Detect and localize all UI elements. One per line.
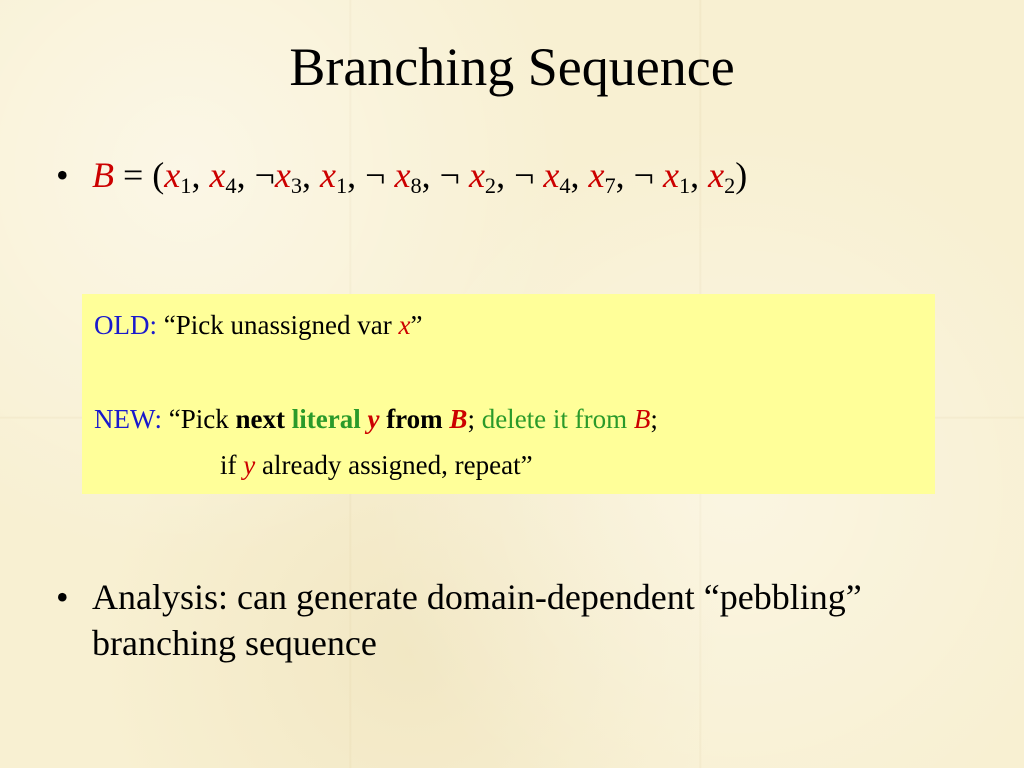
sequence-separator: , xyxy=(615,155,634,195)
line2-y: y xyxy=(243,450,256,480)
sequence-subscript: 7 xyxy=(604,173,616,199)
sequence-subscript: 1 xyxy=(336,173,348,199)
new-text: “Pick xyxy=(161,404,236,434)
sequence-variable: x xyxy=(662,155,679,195)
sequence-subscript: 2 xyxy=(724,173,736,199)
old-text: “Pick unassigned var xyxy=(157,310,399,340)
sequence-variable: x xyxy=(274,155,291,195)
new-semicolon-2: ; xyxy=(650,404,658,434)
sequence-subscript: 4 xyxy=(225,173,237,199)
new-label: NEW: xyxy=(94,404,162,434)
sequence-variable: x xyxy=(320,155,337,195)
sequence-variable: x xyxy=(209,155,226,195)
sequence-separator: , xyxy=(496,155,515,195)
sequence-subscript: 2 xyxy=(484,173,497,199)
new-b2: B xyxy=(633,404,651,434)
sequence-lhs: B xyxy=(92,155,114,195)
sequence-subscript: 1 xyxy=(678,173,691,199)
sequence-variable: x xyxy=(588,155,605,195)
sequence-subscript: 8 xyxy=(410,173,422,199)
sequence-subscript: 4 xyxy=(559,173,571,199)
analysis-text: Analysis: can generate domain-dependent … xyxy=(92,577,862,663)
sequence-term: ¬ x2 xyxy=(439,155,497,199)
sequence-variable: x xyxy=(164,155,181,195)
bullet-marker: • xyxy=(56,577,69,617)
negation-symbol: ¬ xyxy=(254,155,275,195)
new-next: next xyxy=(235,404,285,434)
bullet-analysis: • Analysis: can generate domain-dependen… xyxy=(56,574,936,666)
old-new-callout-box: OLD: “Pick unassigned var x” NEW: “Pick … xyxy=(82,294,935,494)
new-b: B xyxy=(449,404,468,434)
sequence-variable: x xyxy=(543,155,560,195)
sequence-term: ¬x3 xyxy=(254,155,303,199)
sequence-separator: , xyxy=(236,155,255,195)
sequence-separator: , xyxy=(421,155,440,195)
new-delete: delete it from xyxy=(474,404,634,434)
sequence-term: x1 xyxy=(320,155,348,199)
new-semicolon: ; xyxy=(467,404,475,434)
sequence-term: ¬ x1 xyxy=(633,155,691,199)
sequence-subscript: 3 xyxy=(290,173,303,199)
negation-symbol: ¬ xyxy=(365,155,395,195)
sequence-separator: , xyxy=(570,155,589,195)
sequence-equals: = ( xyxy=(114,155,165,195)
sequence-terms: x1, x4, ¬x3, x1, ¬ x8, ¬ x2, ¬ x4, x7, ¬… xyxy=(164,155,736,199)
old-rule-line: OLD: “Pick unassigned var x” xyxy=(94,306,422,344)
new-rule-line-2: if y already assigned, repeat” xyxy=(220,446,533,484)
line2-if: if xyxy=(220,450,244,480)
sequence-term: x1 xyxy=(164,155,192,199)
negation-symbol: ¬ xyxy=(439,155,469,195)
sequence-close: ) xyxy=(735,155,748,195)
old-var: x xyxy=(398,310,411,340)
sequence-term: x7 xyxy=(588,155,616,199)
sequence-variable: x xyxy=(468,155,485,195)
bullet-marker: • xyxy=(56,155,69,195)
new-literal: literal xyxy=(291,404,361,434)
new-rule-line: NEW: “Pick next literal y from B; delete… xyxy=(94,400,658,438)
sequence-separator: , xyxy=(347,155,366,195)
sequence-term: x2 xyxy=(708,155,736,199)
sequence-formula: B = (x1, x4, ¬x3, x1, ¬ x8, ¬ x2, ¬ x4, … xyxy=(92,152,747,198)
sequence-separator: , xyxy=(191,155,210,195)
bullet-branching-sequence: • B = (x1, x4, ¬x3, x1, ¬ x8, ¬ x2, ¬ x4… xyxy=(56,152,747,198)
new-y: y xyxy=(367,404,380,434)
sequence-separator: , xyxy=(690,155,709,195)
old-label: OLD: xyxy=(94,310,157,340)
sequence-separator: , xyxy=(302,155,321,195)
negation-symbol: ¬ xyxy=(633,155,663,195)
sequence-term: ¬ x8 xyxy=(365,155,422,199)
sequence-variable: x xyxy=(394,155,411,195)
new-from: from xyxy=(386,404,443,434)
line2-rest: already assigned, repeat” xyxy=(255,450,533,480)
slide-title: Branching Sequence xyxy=(289,37,735,97)
sequence-term: x4 xyxy=(209,155,237,199)
sequence-term: ¬ x4 xyxy=(514,155,571,199)
old-close-quote: ” xyxy=(410,310,423,340)
sequence-variable: x xyxy=(708,155,725,195)
sequence-subscript: 1 xyxy=(180,173,192,199)
negation-symbol: ¬ xyxy=(514,155,544,195)
